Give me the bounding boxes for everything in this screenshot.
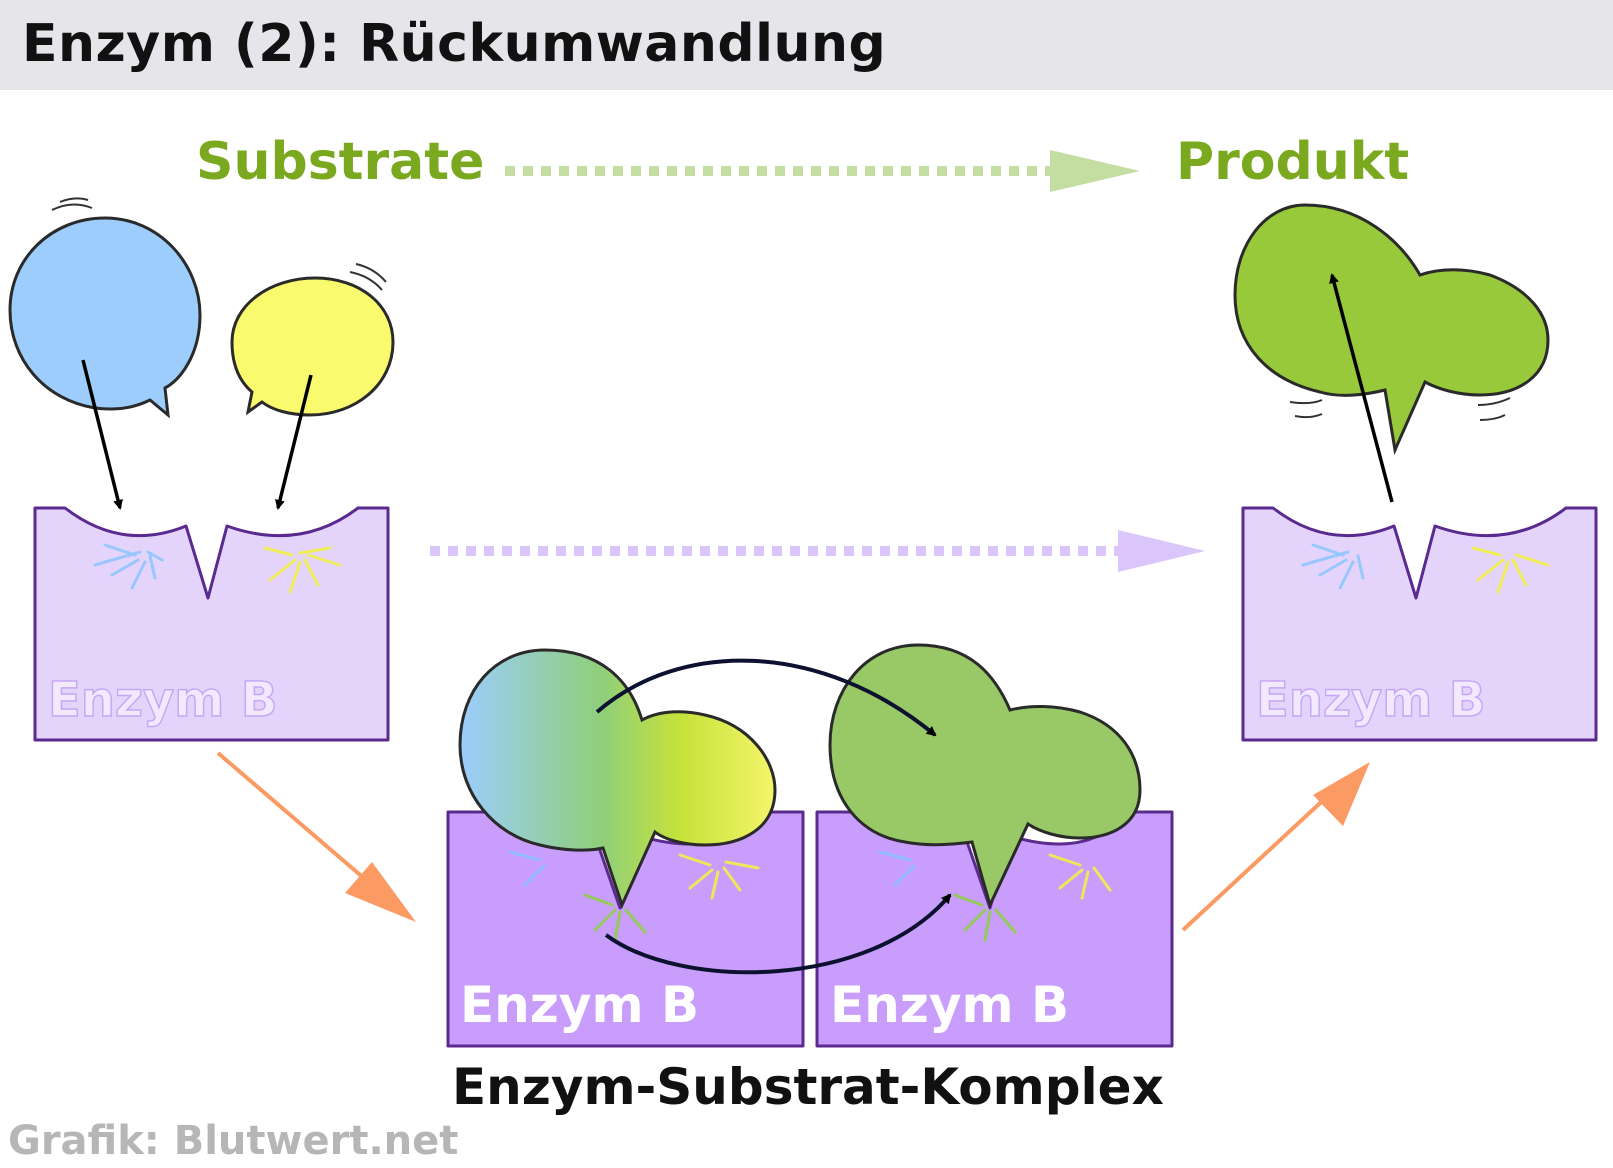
complex-molecule-green xyxy=(828,643,1142,910)
enzyme-complex-right-label: Enzym B xyxy=(830,976,1070,1034)
product-molecule xyxy=(1233,203,1550,456)
enzyme-left xyxy=(33,506,390,742)
arrow-product-release xyxy=(1329,273,1394,503)
complex-molecule-merging xyxy=(458,648,777,910)
page-title: Enzym (2): Rückumwandlung xyxy=(22,14,887,74)
dotted-arrow-enzyme-to-enzyme xyxy=(430,530,1205,572)
title-bar: Enzym (2): Rückumwandlung xyxy=(0,0,1613,90)
credit: Grafik: Blutwert.net xyxy=(8,1118,459,1164)
complex-label: Enzym-Substrat-Komplex xyxy=(452,1058,1164,1116)
product-label: Produkt xyxy=(1176,132,1410,192)
enzyme-right-label: Enzym B xyxy=(1255,671,1486,729)
enzyme-right xyxy=(1241,506,1598,742)
enzyme-left-label: Enzym B xyxy=(47,671,278,729)
arrow-yellow-to-enzyme xyxy=(275,374,313,510)
arrow-blue-to-enzyme xyxy=(81,359,123,510)
orange-arrow-to-product xyxy=(1181,762,1370,932)
enzyme-complex-left-label: Enzym B xyxy=(460,976,700,1034)
dotted-arrow-substrate-to-product xyxy=(505,150,1140,192)
substrate-yellow xyxy=(230,263,395,417)
arrow-complex-top xyxy=(595,658,937,737)
substrate-blue xyxy=(8,197,202,419)
orange-arrow-to-complex xyxy=(216,751,416,922)
arrow-complex-bottom xyxy=(604,893,952,975)
substrate-label: Substrate xyxy=(196,132,485,192)
